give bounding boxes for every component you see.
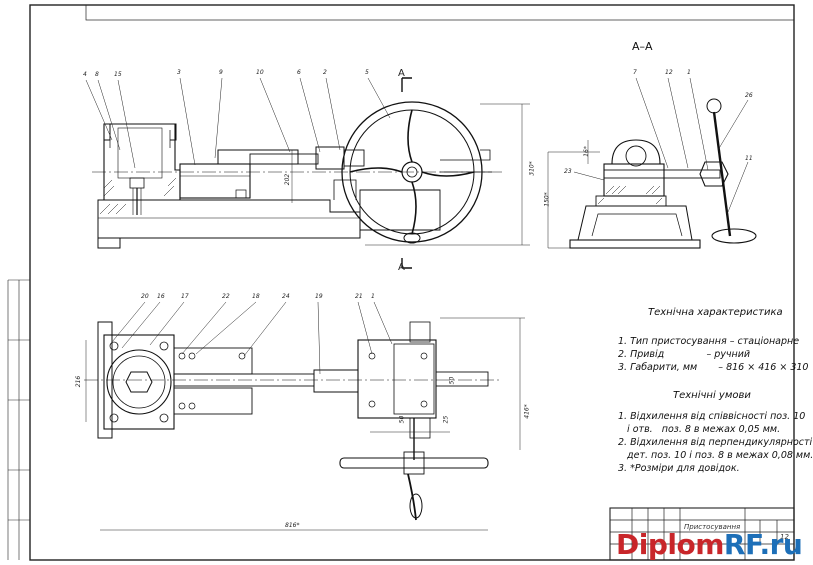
dim-section-height: 150* [543,192,551,207]
section-label-4: 26 [745,92,753,99]
plan-label-6: 24 [282,293,290,300]
watermark-part-1: Diplom [616,528,724,561]
front-label-4: 3 [177,69,181,76]
leader-lines [85,77,749,375]
section-mark-bottom: А [398,262,405,273]
front-label-6: 10 [256,69,264,76]
tech-characteristic-3: 3. Габарити, мм – 816 × 416 × 310 [618,362,809,373]
tech-characteristic-1: 1. Тип пристосування – стаціонарне [618,336,800,347]
section-view-hatching [597,185,663,205]
plan-label-1: 20 [141,293,149,300]
front-label-5: 9 [219,69,223,76]
front-label-9: 5 [365,69,369,76]
tech-characteristics-title: Технічна характеристика [648,307,783,318]
dim-plan-d3: 50 [398,415,406,424]
dim-plan-d1: 50 [448,376,456,385]
dim-plan-width: 216 [75,375,83,388]
dim-plan-d2: 25 [442,415,450,424]
plan-label-4: 22 [222,293,230,300]
plan-label-5: 18 [252,293,260,300]
tech-conditions-title: Технічні умови [673,390,751,401]
section-view [569,98,757,249]
tech-condition-3: 2. Відхилення від перпендикулярності [618,437,813,448]
plan-label-3: 17 [181,293,189,300]
section-view-dimensions [547,140,600,249]
drawing-frame [7,4,795,561]
watermark-part-2: RF.ru [723,528,803,561]
plan-label-2: 16 [157,293,165,300]
tech-condition-2: і отв. поз. 8 в межах 0,05 мм. [618,424,781,435]
section-label: А–А [632,40,653,53]
dim-plan-length: 816* [285,522,300,529]
title-block-name: Пристосування [684,523,741,531]
tech-condition-4: дет. поз. 10 і поз. 8 в межах 0,08 мм. [618,450,813,461]
front-label-1: 4 [83,71,87,78]
plan-label-9: 1 [371,293,375,300]
front-label-7: 6 [297,69,301,76]
section-label-6: 23 [564,168,572,175]
title-block-sheet: 12 [780,533,789,541]
title-block [609,507,795,561]
dim-section-small: 16* [582,146,590,157]
front-view-hatching [99,177,177,215]
dim-plan-right: 416* [523,404,531,419]
dim-front-inner: 202 [284,173,292,186]
plan-view-dimensions [85,317,525,531]
front-label-2: 8 [95,71,99,78]
front-label-8: 2 [323,69,327,76]
front-view [92,77,505,269]
plan-label-8: 21 [355,293,363,300]
plan-label-7: 19 [315,293,323,300]
watermark-logo: DiplomRF.ru [616,528,803,561]
tech-condition-5: 3. *Розміри для довідок. [618,463,740,474]
tech-condition-1: 1. Відхилення від співвісності поз. 10 [618,411,806,422]
front-label-3: 15 [114,71,122,78]
section-label-3: 1 [687,69,691,76]
section-label-5: 11 [745,155,753,162]
section-label-1: 7 [633,69,637,76]
section-label-2: 12 [665,69,673,76]
front-view-dimensions [291,103,530,246]
dim-front-height: 310* [528,161,536,176]
plan-view [84,321,500,521]
section-mark-top: А [398,68,405,79]
tech-characteristic-2: 2. Привід – ручний [618,349,751,360]
